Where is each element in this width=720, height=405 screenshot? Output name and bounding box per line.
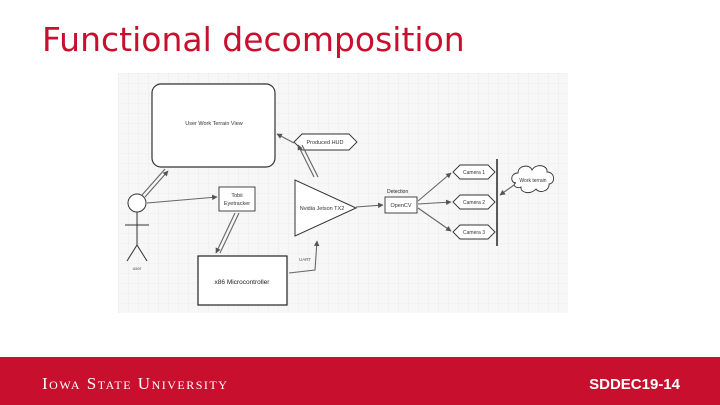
camera-1-hexagon: Camera 1 xyxy=(452,164,496,180)
eyetracker-label-1: Tobii xyxy=(231,193,242,199)
footer-bar: Iowa State University SDDEC19-14 xyxy=(0,357,720,405)
work-terrain-label: Work terrain xyxy=(519,178,546,184)
opencv-box: OpenCV xyxy=(384,196,418,214)
user-label: user xyxy=(133,266,142,271)
detection-label: Detection xyxy=(387,189,408,195)
jetson-label: Nvidia Jetson TX2 xyxy=(300,206,345,212)
hud-label: Produced HUD xyxy=(307,140,344,146)
camera-2-label: Camera 2 xyxy=(463,200,485,206)
camera-2-hexagon: Camera 2 xyxy=(452,194,496,210)
camera-1-label: Camera 1 xyxy=(463,170,485,176)
microcontroller-label: x86 Microcontroller xyxy=(215,279,271,286)
eyetracker-box: Tobii Eyetracker xyxy=(218,186,256,212)
work-terrain-cloud: Work terrain xyxy=(511,165,555,194)
connectors xyxy=(141,133,515,274)
work-terrain-view-box: User Work Terrain View xyxy=(151,83,276,168)
user-stick-figure xyxy=(125,193,149,262)
project-code: SDDEC19-14 xyxy=(589,376,680,393)
eyetracker-label-2: Eyetracker xyxy=(224,201,250,207)
jetson-triangle: Nvidia Jetson TX2 xyxy=(294,179,358,237)
work-terrain-view-label: User Work Terrain View xyxy=(185,121,242,127)
diagram-canvas: User Work Terrain View Produced HUD Tobi… xyxy=(118,73,568,313)
opencv-label: OpenCV xyxy=(390,203,411,209)
uart-label: UART xyxy=(299,257,311,262)
camera-3-label: Camera 3 xyxy=(463,230,485,236)
microcontroller-box: x86 Microcontroller xyxy=(197,255,288,306)
university-wordmark: Iowa State University xyxy=(42,374,229,393)
functional-decomposition-diagram: User Work Terrain View Produced HUD Tobi… xyxy=(118,73,568,313)
camera-3-hexagon: Camera 3 xyxy=(452,224,496,240)
slide-title: Functional decomposition xyxy=(42,20,465,59)
